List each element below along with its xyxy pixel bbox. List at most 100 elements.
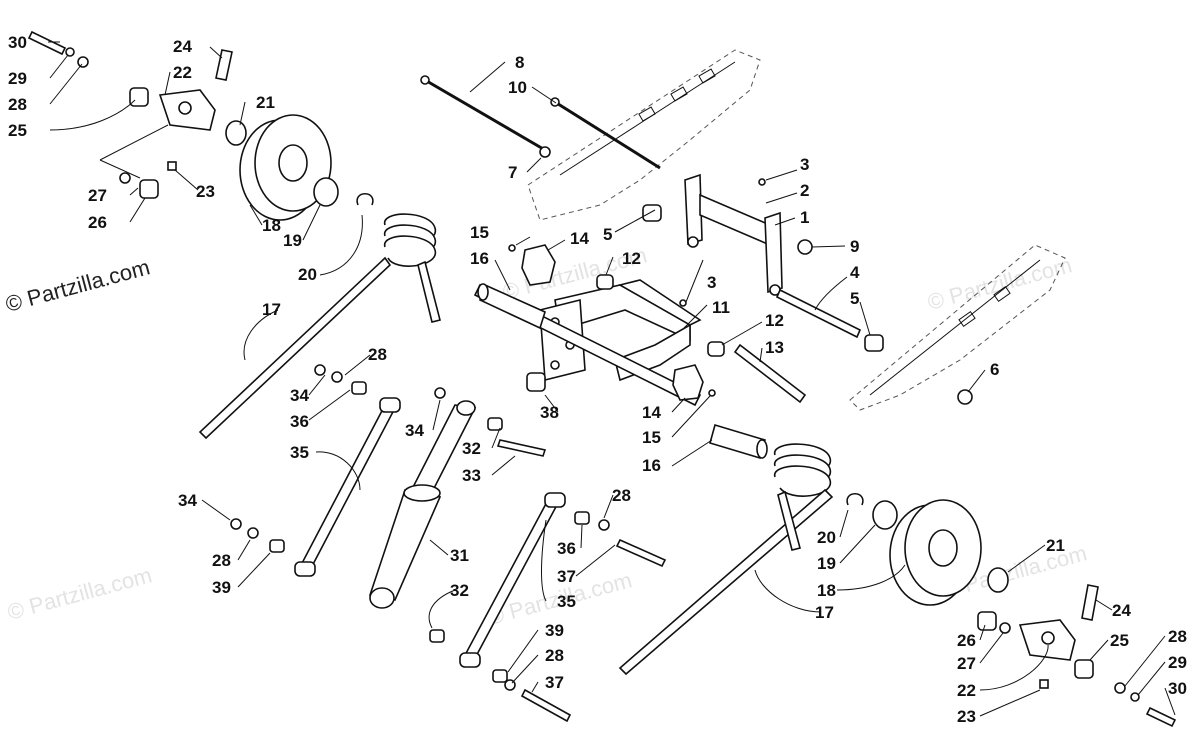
part-label-21: 21: [1046, 536, 1065, 555]
washer-28: [598, 519, 610, 531]
nut-34: [314, 364, 326, 376]
part-label-33: 33: [462, 466, 481, 485]
link-35-left: [294, 397, 401, 577]
part-label-12: 12: [765, 311, 784, 330]
bushing-12: [596, 274, 614, 290]
part-label-34: 34: [178, 491, 197, 510]
part-label-36: 36: [290, 412, 309, 431]
bearing-21: [225, 120, 247, 146]
part-label-28: 28: [612, 486, 631, 505]
part-label-37: 37: [557, 567, 576, 586]
watermark: © Partzilla.com: [925, 252, 1075, 315]
bearing-19: [872, 500, 898, 530]
washer-27: [999, 622, 1011, 634]
part-label-7: 7: [508, 163, 517, 182]
spacer-39: [269, 539, 285, 553]
nut-6: [957, 389, 973, 405]
set-screw-23: [167, 161, 177, 171]
snap-ring-20: [846, 492, 864, 506]
part-label-1: 1: [800, 208, 809, 227]
part-label-10: 10: [508, 78, 527, 97]
part-label-30: 30: [1168, 679, 1187, 698]
washer-27: [119, 172, 131, 184]
part-label-34: 34: [290, 386, 309, 405]
bracket-1: [684, 173, 783, 296]
part-label-13: 13: [765, 338, 784, 357]
spring-17-right: [618, 443, 834, 676]
leader-lines: [48, 41, 1176, 717]
bolt-30: [27, 30, 67, 56]
rail-upper: [527, 49, 761, 221]
part-label-16: 16: [470, 249, 489, 268]
block-22-right: [1018, 619, 1076, 661]
part-label-23: 23: [957, 707, 976, 726]
part-label-31: 31: [450, 546, 469, 565]
washer-28: [1114, 682, 1126, 694]
nut-34: [434, 387, 446, 399]
part-label-28: 28: [8, 95, 27, 114]
set-screw-23: [1039, 679, 1049, 689]
spacer-36: [351, 381, 367, 395]
bearing-19: [313, 177, 339, 207]
part-label-26: 26: [957, 631, 976, 650]
part-label-24: 24: [1112, 601, 1131, 620]
washer-28: [247, 527, 259, 539]
part-label-22: 22: [957, 681, 976, 700]
part-label-21: 21: [256, 93, 275, 112]
bolt-24: [215, 49, 233, 81]
spacer-39: [492, 669, 508, 683]
part-label-4: 4: [850, 263, 860, 282]
washer-7: [539, 146, 551, 158]
part-label-5: 5: [850, 289, 859, 308]
washer-15: [508, 244, 516, 252]
nut-34: [230, 518, 242, 530]
bolt-37: [615, 538, 667, 568]
part-label-35: 35: [290, 443, 309, 462]
part-label-24: 24: [173, 37, 192, 56]
washer-15: [708, 389, 716, 397]
part-label-26: 26: [88, 213, 107, 232]
part-label-23: 23: [196, 182, 215, 201]
spacer-5: [642, 204, 662, 222]
spacer-38: [526, 372, 546, 392]
part-labels: 30 29 28 25 24 22 21 27 26 23 18 19 20 1…: [8, 33, 1187, 726]
spacer-36: [574, 511, 590, 525]
screw-3: [679, 299, 687, 307]
part-label-20: 20: [817, 528, 836, 547]
part-label-39: 39: [212, 578, 231, 597]
washer-28: [331, 371, 343, 383]
pin-4: [775, 288, 862, 339]
screw-3: [758, 178, 766, 186]
sleeve-16: [709, 423, 768, 460]
shock-31: [368, 400, 477, 609]
part-label-6: 6: [990, 360, 999, 379]
part-label-19: 19: [283, 231, 302, 250]
part-label-14: 14: [570, 229, 589, 248]
bushing-12: [707, 341, 725, 357]
bushing-25: [129, 87, 149, 107]
part-label-32: 32: [450, 581, 469, 600]
part-label-3: 3: [707, 273, 716, 292]
part-label-11: 11: [712, 298, 730, 317]
part-label-17: 17: [262, 300, 281, 319]
spacer-26: [139, 179, 159, 199]
part-label-28: 28: [212, 551, 231, 570]
part-label-14: 14: [642, 403, 661, 422]
rail-lower: [849, 244, 1066, 411]
bushing-14: [672, 364, 704, 401]
part-label-36: 36: [557, 539, 576, 558]
bushing-25: [1074, 659, 1094, 679]
part-label-30: 30: [8, 33, 27, 52]
washer-29: [1130, 692, 1140, 702]
spacer-32: [429, 629, 445, 643]
sleeve-16: [477, 283, 546, 330]
part-label-25: 25: [1110, 631, 1129, 650]
part-label-27: 27: [88, 186, 107, 205]
part-label-28: 28: [545, 646, 564, 665]
part-label-28: 28: [1168, 627, 1187, 646]
spacer-26: [977, 611, 997, 631]
part-label-8: 8: [515, 53, 524, 72]
part-label-25: 25: [8, 121, 27, 140]
part-label-5: 5: [603, 225, 612, 244]
